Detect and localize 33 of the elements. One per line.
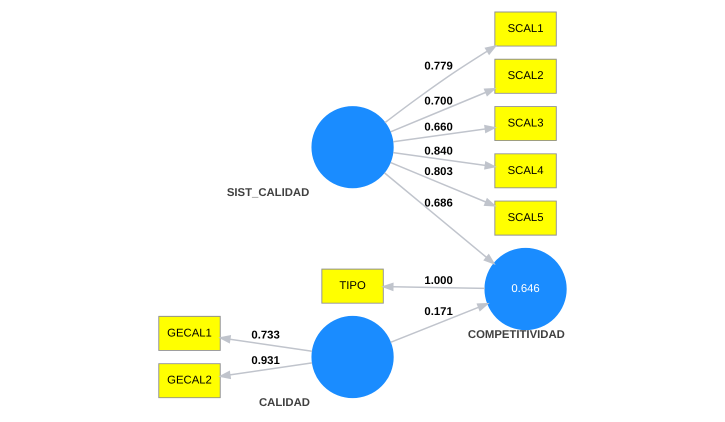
arrow (393, 152, 498, 170)
arrow (384, 44, 498, 124)
node-box: SCAL2 (494, 58, 557, 94)
arrow (390, 162, 497, 207)
edge-label: 0.660 (424, 122, 453, 134)
node-circle (311, 106, 394, 188)
arrow (218, 334, 312, 352)
node-box: SCAL1 (494, 12, 557, 47)
edge-label: 0.803 (424, 166, 453, 178)
edge-label: 0.700 (424, 95, 453, 108)
edge-label: 0.779 (424, 60, 453, 72)
arrow (390, 302, 490, 343)
arrow (381, 282, 485, 292)
node-box: SCAL5 (494, 200, 557, 236)
arrow (390, 88, 497, 133)
edge-label: 0.171 (424, 306, 453, 318)
node-box: SCAL3 (494, 106, 557, 142)
arrow (218, 362, 312, 380)
node-label: SIST_CALIDAD (226, 186, 310, 199)
node-box: GECAL1 (158, 316, 221, 351)
node-box: SCAL4 (494, 153, 557, 188)
node-circle (311, 316, 394, 398)
edge-label: 1.000 (424, 274, 453, 287)
edge-label: 0.686 (424, 197, 453, 210)
arrow (393, 124, 498, 142)
node-label: CALIDAD (258, 396, 310, 409)
edge-label: 0.840 (424, 145, 453, 158)
arrow (384, 172, 496, 265)
node-box: TIPO (321, 268, 384, 304)
edge-label: 0.931 (251, 355, 280, 368)
node-box: GECAL2 (158, 363, 221, 398)
node-label: COMPETITIVIDAD (468, 328, 565, 341)
edge-label: 0.733 (251, 330, 280, 342)
